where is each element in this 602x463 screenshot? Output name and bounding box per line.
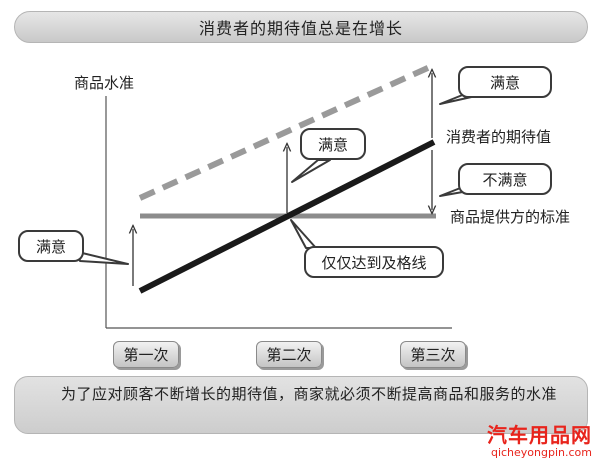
standard-label: 商品提供方的标准 (450, 208, 571, 226)
dissatisfied-text: 不满意 (482, 170, 528, 189)
stage-label: 第三次 (410, 346, 456, 364)
stage-tab-third: 第三次 (400, 341, 466, 368)
watermark: 汽车用品网 qicheyongpin.com (487, 424, 592, 459)
satisfied-text: 满意 (489, 73, 520, 92)
satisfied-bubble-right: 满意 (458, 66, 552, 98)
satisfied-text: 满意 (317, 135, 348, 154)
satisfied-bubble-left: 满意 (18, 230, 84, 262)
pass-line-text: 仅仅达到及格线 (321, 253, 427, 272)
bubble-tail-left (77, 251, 129, 265)
watermark-url: qicheyongpin.com (490, 446, 592, 459)
caption-box: 为了应对顾客不断增长的期待值，商家就必须不断提高商品和服务的水准 (14, 376, 588, 434)
stage-tab-second: 第二次 (256, 341, 322, 368)
expectation-label: 消费者的期待值 (446, 128, 552, 146)
satisfied-bubble-mid: 满意 (300, 128, 366, 160)
stage-label: 第二次 (266, 346, 312, 364)
offer-level-line (138, 139, 436, 294)
watermark-title: 汽车用品网 (487, 423, 592, 447)
pass-label-tail (290, 219, 317, 249)
expectation-line (138, 63, 434, 201)
title-banner: 消费者的期待值总是在增长 (14, 11, 588, 43)
y-axis-label: 商品水准 (74, 74, 135, 92)
dissatisfied-bubble: 不满意 (458, 163, 552, 195)
stage-tab-first: 第一次 (113, 341, 179, 368)
satisfied-text: 满意 (35, 237, 66, 256)
caption-text: 为了应对顾客不断增长的期待值，商家就必须不断提高商品和服务的水准 (61, 385, 558, 403)
bubble-tail-mid (291, 159, 331, 183)
diagram-title: 消费者的期待值总是在增长 (198, 19, 403, 38)
pass-line-label: 仅仅达到及格线 (304, 246, 444, 278)
stage-label: 第一次 (123, 346, 169, 364)
